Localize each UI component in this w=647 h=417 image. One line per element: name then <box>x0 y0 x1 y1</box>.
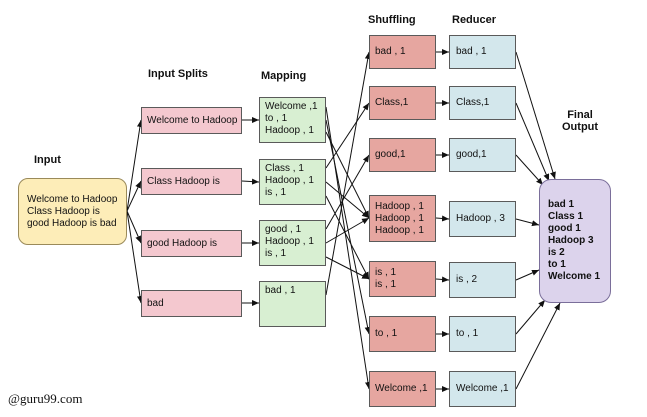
split-box-1: Welcome to Hadoop <box>141 107 242 134</box>
arrow-red-final-good <box>515 154 544 186</box>
arrow-map2-class <box>325 102 370 169</box>
arrow-red-final-to <box>515 299 546 335</box>
input-box: Welcome to Hadoop Class Hadoop is good H… <box>18 178 127 245</box>
shuffle-box-to: to , 1 <box>369 316 436 352</box>
arrow-map2-is <box>325 195 370 280</box>
arrow-red-final-class <box>515 102 550 182</box>
reduce-box-bad: bad , 1 <box>449 35 516 69</box>
arrow-map2-hadoop <box>325 181 370 219</box>
map-box-1: Welcome ,1 to , 1 Hadoop , 1 <box>259 97 326 143</box>
reduce-box-is: is , 2 <box>449 262 516 298</box>
reduce-box-hadoop: Hadoop , 3 <box>449 201 516 237</box>
reduce-box-class: Class,1 <box>449 86 516 120</box>
shuffle-box-class: Class,1 <box>369 86 436 120</box>
shuffle-box-bad: bad , 1 <box>369 35 436 69</box>
shuffle-box-hadoop: Hadoop , 1 Hadoop , 1 Hadoop , 1 <box>369 195 436 242</box>
reducer-header: Reducer <box>452 14 497 26</box>
shuffle-box-is: is , 1 is , 1 <box>369 261 436 297</box>
arrow-input-split-2 <box>126 180 142 212</box>
shuffle-box-welcome: Welcome ,1 <box>369 371 436 407</box>
arrow-map1-to <box>325 119 371 335</box>
input-text: Welcome to Hadoop Class Hadoop is good H… <box>27 193 118 229</box>
arrow-input-split-4 <box>126 210 143 304</box>
arrow-map3-is <box>325 256 370 280</box>
final-output-text: bad 1 Class 1 good 1 Hadoop 3 is 2 to 1 … <box>548 199 601 282</box>
arrow-split-map-2 <box>241 178 260 185</box>
arrow-input-split-1 <box>126 119 143 212</box>
arrow-shuf-red-is <box>435 276 450 283</box>
arrow-map3-good <box>325 154 370 230</box>
final-output-box: bad 1 Class 1 good 1 Hadoop 3 is 2 to 1 … <box>539 179 611 303</box>
arrow-red-final-bad <box>515 51 556 180</box>
split-box-2: Class Hadoop is <box>141 168 242 195</box>
watermark: @guru99.com <box>8 391 83 406</box>
reduce-box-to: to , 1 <box>449 316 516 352</box>
split-box-3: good Hadoop is <box>141 230 242 257</box>
arrow-red-final-welcome <box>515 302 561 390</box>
final-output-header: Final Output <box>562 109 599 133</box>
input-header: Input <box>34 154 61 166</box>
arrow-red-final-is <box>515 269 540 281</box>
map-box-4: bad , 1 <box>259 281 326 327</box>
arrow-map4-bad <box>325 51 371 296</box>
arrow-map1-welcome <box>325 106 371 390</box>
map-box-2: Class , 1 Hadoop , 1 is , 1 <box>259 159 326 205</box>
arrow-shuf-red-hadoop <box>435 215 450 222</box>
arrow-map3-hadoop <box>325 217 370 244</box>
split-box-4: bad <box>141 290 242 317</box>
reduce-box-good: good,1 <box>449 138 516 172</box>
shuffle-box-good: good,1 <box>369 138 436 172</box>
mapping-header: Mapping <box>261 70 307 82</box>
map-box-3: good , 1 Hadoop , 1 is , 1 <box>259 220 326 266</box>
arrow-red-final-hadoop <box>515 218 540 227</box>
reduce-box-welcome: Welcome ,1 <box>449 371 516 407</box>
arrow-input-split-3 <box>126 210 142 244</box>
input-splits-header: Input Splits <box>148 68 208 80</box>
shuffling-header: Shuffling <box>368 14 416 26</box>
